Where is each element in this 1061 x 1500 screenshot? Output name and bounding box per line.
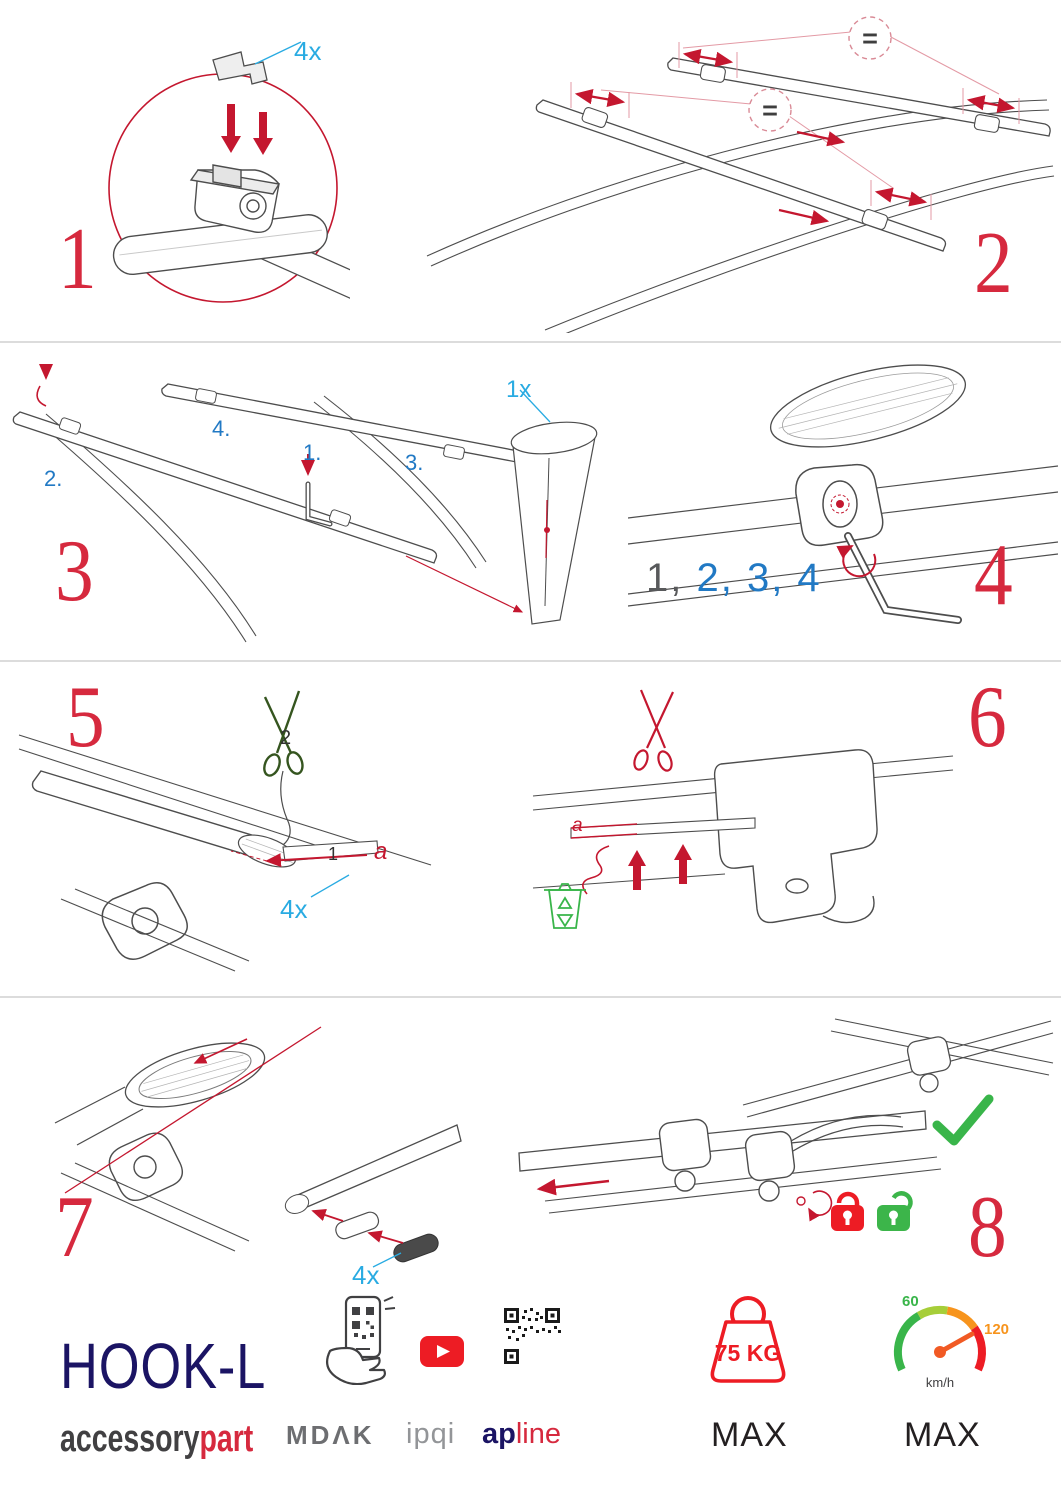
section-divider-3 (0, 996, 1061, 998)
end-cap-part (335, 1211, 380, 1240)
lock-closed-icon (831, 1191, 864, 1231)
step-2-equal-middle: = (762, 95, 778, 126)
weight-icon (710, 1296, 786, 1383)
pointer-arrow (193, 1038, 248, 1064)
gauge-high-label: 120 (984, 1321, 1010, 1338)
rotate-arrow-icon (836, 545, 877, 578)
step-6-callout-a: a (572, 815, 583, 836)
speed-unit-label: km/h (925, 1375, 955, 1390)
step-1-number: 1 (58, 211, 97, 308)
step-3-number: 3 (55, 523, 94, 620)
logo-mdak: MDΛK (286, 1420, 375, 1450)
lock-open-icon (877, 1191, 913, 1231)
step-7-quantity-label: 4x (352, 1260, 380, 1290)
step-7-number: 7 (55, 1179, 94, 1276)
step-3-order-label-1: 1. (303, 440, 322, 465)
clamp-body (108, 1132, 183, 1201)
step-4-sequence-rest: 2, 3, 4 (696, 556, 822, 600)
checkmark-icon (932, 1094, 994, 1146)
strap (570, 817, 756, 839)
logo-apline-suffix: line (515, 1418, 561, 1450)
measure-arrows (574, 49, 1016, 226)
foot-bracket (713, 749, 878, 924)
clamp-insert-part (212, 51, 268, 85)
step-5-number: 5 (66, 669, 105, 766)
step-4-illustration (628, 364, 1058, 624)
max-load-label: MAX (711, 1416, 788, 1454)
step-5-illustration (18, 690, 432, 972)
step-4-sequence: 1, 2, 3, 4 (646, 558, 822, 598)
youtube-icon (420, 1336, 464, 1367)
quantity-leader-line (310, 874, 350, 898)
cut-strap-piece (582, 845, 610, 895)
step-5-callout-a: a (374, 838, 388, 865)
step-1-quantity-label: 4x (294, 36, 322, 66)
trash-recycle-bin-icon (544, 883, 586, 929)
clamp-body (658, 1118, 712, 1192)
step-8-number: 8 (968, 1179, 1007, 1276)
strap-hook-mark (36, 385, 47, 407)
scissors-icon (263, 690, 304, 777)
quantity-leader-line (254, 41, 302, 65)
logo-apline-prefix: ap (482, 1418, 516, 1450)
insert-arrow-icon (367, 1230, 404, 1244)
pull-arrow-icon (265, 853, 368, 868)
step-2-number: 2 (974, 215, 1013, 312)
max-speed-label: MAX (904, 1416, 981, 1454)
gauge-low-label: 60 (902, 1293, 919, 1310)
pointer-arrow (405, 555, 524, 613)
step-3-illustration (12, 364, 598, 643)
step-5-quantity-label: 4x (280, 894, 308, 924)
product-name: HOOK-L (60, 1330, 267, 1402)
step-4-sequence-first: 1, (646, 556, 684, 600)
section-divider-2 (0, 660, 1061, 662)
step-7-illustration (54, 1026, 462, 1268)
step-8-illustration (518, 1018, 1054, 1231)
strap (282, 840, 379, 862)
step-5-callout-2: 2 (280, 727, 292, 749)
equal-badge-icon (848, 16, 892, 60)
step-2-illustration (426, 16, 1055, 333)
step-6-number: 6 (968, 669, 1007, 766)
quantity-leader-line (519, 389, 551, 423)
step-6-illustration (532, 689, 954, 929)
step-4-number: 4 (974, 527, 1013, 624)
gauge-needle (937, 1331, 975, 1355)
qr-code-icon (502, 1306, 562, 1366)
quantity-leader-line (372, 1252, 402, 1268)
logo-apline: apline (482, 1420, 561, 1449)
down-arrow-icon (221, 104, 273, 155)
step-3-order-label-4: 4. (212, 416, 231, 441)
step-3-quantity-label: 1x (506, 376, 532, 403)
step-2-equal-top: = (862, 23, 878, 54)
brand-wordmark: accessorypart (60, 1420, 253, 1458)
hand-shape (325, 1346, 386, 1385)
step-5-callout-1: 1 (328, 844, 339, 864)
zoom-cone (510, 421, 598, 625)
slide-arrow-icon (536, 1178, 610, 1196)
clamp-body (101, 882, 188, 960)
section-divider-1 (0, 341, 1061, 343)
logo-ipqi: ipqi (406, 1418, 456, 1450)
step-1-illustration (108, 41, 350, 303)
brand-word-part: part (199, 1418, 254, 1460)
up-arrow-icon (628, 844, 692, 890)
equal-badge-icon (748, 88, 792, 132)
step-3-order-label-3: 3. (405, 450, 424, 475)
speed-gauge-icon (894, 1306, 986, 1372)
scissors-icon (633, 689, 674, 772)
guide-line (64, 1026, 322, 1194)
rotate-arrow-icon (808, 1190, 833, 1222)
brand-word-accessory: accessory (60, 1418, 200, 1460)
phone-qr-scan-icon (325, 1295, 396, 1385)
step-3-order-label-2: 2. (44, 466, 63, 491)
end-cap-part (393, 1233, 439, 1263)
insert-arrow-icon (311, 1209, 344, 1222)
max-load-value: 75 KG (714, 1340, 782, 1366)
clamp-body (744, 1130, 796, 1202)
